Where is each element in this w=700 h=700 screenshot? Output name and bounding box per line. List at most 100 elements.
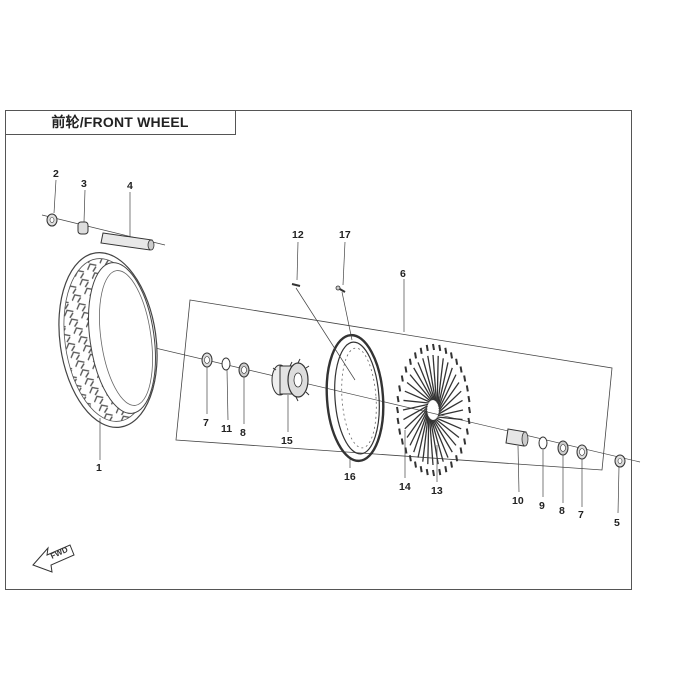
spoke-nipple	[396, 395, 400, 403]
part-7-seal-right	[576, 444, 588, 460]
spoke	[437, 409, 464, 417]
callout-7a: 7	[203, 417, 209, 429]
spoke	[436, 417, 462, 430]
part-16-rim	[325, 333, 385, 463]
spoke-nipple	[444, 347, 448, 354]
spoke-nipple	[450, 461, 453, 468]
spoke-nipple	[404, 366, 408, 373]
assembly-outline	[175, 299, 613, 471]
spoke-nipple	[438, 344, 442, 352]
spoke	[406, 408, 428, 438]
leader-17b	[341, 291, 353, 341]
spoke	[409, 410, 428, 446]
spoke-nipple	[463, 375, 467, 382]
spoke	[409, 374, 432, 401]
spoke	[403, 405, 428, 421]
spoke-nipple	[398, 428, 402, 435]
part-15-hub	[271, 358, 310, 402]
callout-11: 11	[221, 423, 232, 435]
spoke	[404, 407, 428, 430]
tire	[58, 252, 158, 428]
spoke-nipple	[408, 455, 412, 462]
spoke	[417, 362, 435, 401]
spoke-nipple	[414, 461, 417, 468]
part-2-nut	[46, 213, 58, 227]
leader-3	[83, 189, 86, 223]
leader-11	[226, 369, 229, 421]
spoke-nipple	[432, 343, 435, 351]
spoke	[431, 419, 449, 458]
spoke	[428, 418, 434, 466]
spoke	[427, 355, 437, 402]
spoke-nipple	[459, 366, 463, 373]
spoke-nipple	[455, 358, 459, 365]
leader-2	[53, 179, 57, 214]
part-11-ring	[221, 357, 231, 371]
part-8-bearing-right	[557, 440, 569, 456]
spoke	[437, 362, 449, 406]
callout-14: 14	[399, 481, 411, 493]
spoke	[433, 419, 453, 453]
spoke-nipple	[467, 417, 471, 425]
callout-15: 15	[281, 435, 293, 447]
leader-12b	[295, 287, 356, 381]
leader-17	[342, 241, 346, 286]
spoke-nipple	[450, 352, 453, 359]
spoke	[432, 354, 438, 402]
spoke-nipple	[414, 352, 417, 359]
spoke-nipple	[467, 395, 471, 403]
spoke	[438, 367, 453, 408]
spoke-nipple	[444, 466, 448, 473]
spoke	[434, 419, 457, 446]
part-10-spacer	[505, 428, 529, 447]
diagram-title: 前轮/FRONT WHEEL	[51, 114, 189, 130]
leader-10	[517, 445, 520, 493]
spoke	[438, 399, 463, 415]
spoke	[437, 358, 444, 405]
spoke	[417, 414, 429, 458]
spoke-nipple	[465, 428, 469, 435]
spoke-nipple	[455, 455, 459, 462]
spoke	[430, 419, 444, 462]
spoke	[437, 416, 463, 421]
callout-13: 13	[431, 485, 443, 497]
spoke	[403, 399, 429, 404]
part-4-axle	[100, 232, 155, 251]
callout-17: 17	[339, 229, 351, 241]
spoke-nipple	[400, 375, 404, 382]
title-box: 前轮/FRONT WHEEL	[5, 110, 236, 135]
callout-3: 3	[81, 178, 87, 190]
spoke-nipple	[396, 406, 399, 414]
spoke	[438, 374, 457, 410]
spoke	[402, 403, 429, 411]
spoke	[422, 358, 436, 401]
spoke-nipple	[419, 466, 423, 473]
part-9-ring	[538, 436, 548, 450]
spoke	[404, 390, 430, 403]
callout-8a: 8	[240, 427, 246, 439]
spoke	[413, 412, 428, 453]
fwd-arrow-icon: FWD	[32, 544, 75, 573]
callout-8b: 8	[559, 505, 565, 517]
callout-1: 1	[96, 462, 102, 474]
spoke	[438, 382, 460, 412]
spoke-nipple	[396, 417, 400, 425]
spoke-nipple	[465, 385, 469, 392]
part-7-seal-left	[201, 352, 213, 368]
diagram-frame	[5, 110, 632, 590]
callout-12: 12	[292, 229, 304, 241]
leader-12	[296, 241, 299, 281]
callout-4: 4	[127, 180, 133, 192]
leader-5	[617, 466, 620, 514]
callout-16: 16	[344, 471, 356, 483]
spoke	[406, 381, 431, 402]
spoke-nipple	[438, 468, 442, 476]
spoke-nipple	[425, 344, 429, 352]
part-12-nipple	[291, 283, 301, 287]
spoke-nipple	[404, 447, 408, 454]
part-17-valve	[335, 285, 346, 293]
spoke	[436, 355, 439, 403]
spoke	[427, 417, 430, 465]
spoke-nipple	[398, 385, 402, 392]
